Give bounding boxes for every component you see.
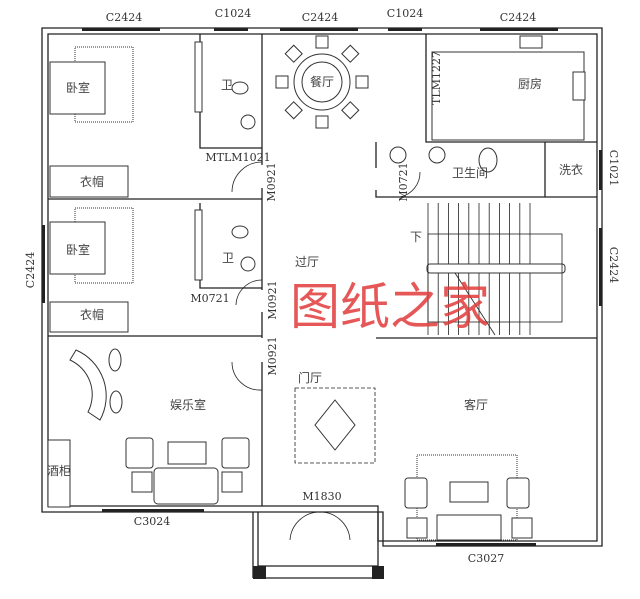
room-label-bath1: 卫 bbox=[221, 78, 233, 92]
room-label-foyer: 门厅 bbox=[298, 370, 322, 385]
window-label: C2424 bbox=[302, 11, 338, 24]
window-label: C2424 bbox=[500, 11, 536, 24]
room-label-hall: 过厅 bbox=[295, 255, 319, 269]
wardrobe bbox=[49, 301, 129, 333]
room-label-bathroom: 卫生间 bbox=[452, 166, 488, 180]
dining-chair bbox=[284, 44, 303, 63]
staircase[interactable] bbox=[426, 203, 566, 336]
dining-chair bbox=[284, 101, 303, 120]
dining-chair bbox=[341, 44, 360, 63]
watermark: 图纸之家 bbox=[290, 278, 490, 336]
dining-chair bbox=[341, 101, 360, 120]
window-label: C1024 bbox=[387, 7, 423, 20]
stair-down-label: 下 bbox=[410, 230, 422, 244]
door-label: TLM1227 bbox=[430, 51, 443, 105]
dining-chair bbox=[315, 115, 329, 129]
windows bbox=[42, 28, 602, 546]
door-label: M0921 bbox=[266, 280, 279, 319]
bed bbox=[49, 221, 106, 275]
bed bbox=[49, 61, 106, 115]
door-label: M0721 bbox=[397, 162, 410, 201]
room-label-kitchen: 厨房 bbox=[518, 76, 542, 91]
kitchen-counter bbox=[431, 51, 585, 141]
room-label-dining: 餐厅 bbox=[310, 74, 334, 89]
room-label-bath2: 卫 bbox=[222, 251, 234, 265]
door-label: M0921 bbox=[265, 162, 278, 201]
door-label: M1830 bbox=[302, 490, 341, 503]
dining-chair bbox=[355, 75, 369, 89]
window-label: C3027 bbox=[468, 552, 504, 565]
room-label-bedroom2: 卧室 bbox=[66, 242, 90, 257]
room-label-wardrobe1: 衣帽 bbox=[80, 174, 104, 189]
room-label-wardrobe2: 衣帽 bbox=[80, 307, 104, 322]
room-label-wine-cabinet: 酒柜 bbox=[47, 464, 71, 478]
foyer-carpet bbox=[294, 387, 376, 464]
room-label-entertainment: 娱乐室 bbox=[170, 397, 206, 412]
room-label-bedroom1: 卧室 bbox=[66, 80, 90, 95]
door-label: M0921 bbox=[266, 336, 279, 375]
window-label: C2424 bbox=[106, 11, 142, 24]
curved-sofa bbox=[69, 349, 107, 421]
window-label: C2424 bbox=[24, 252, 37, 288]
dining-chair bbox=[275, 75, 289, 89]
interior-walls bbox=[48, 34, 597, 541]
window-label: C1021 bbox=[607, 150, 620, 186]
room-label-living: 客厅 bbox=[464, 397, 488, 412]
wine-cabinet bbox=[47, 439, 71, 508]
dining-chair bbox=[315, 35, 329, 49]
wardrobe bbox=[49, 165, 129, 198]
window-label: C1024 bbox=[215, 7, 251, 20]
window-label: C2424 bbox=[607, 247, 620, 283]
window-label: C3024 bbox=[134, 515, 170, 528]
furniture bbox=[47, 35, 586, 541]
door-label: MTLM1021 bbox=[205, 151, 270, 164]
column bbox=[372, 566, 384, 579]
door-label: M0721 bbox=[190, 292, 229, 305]
room-label-laundry: 洗衣 bbox=[559, 162, 583, 177]
column bbox=[253, 566, 266, 579]
